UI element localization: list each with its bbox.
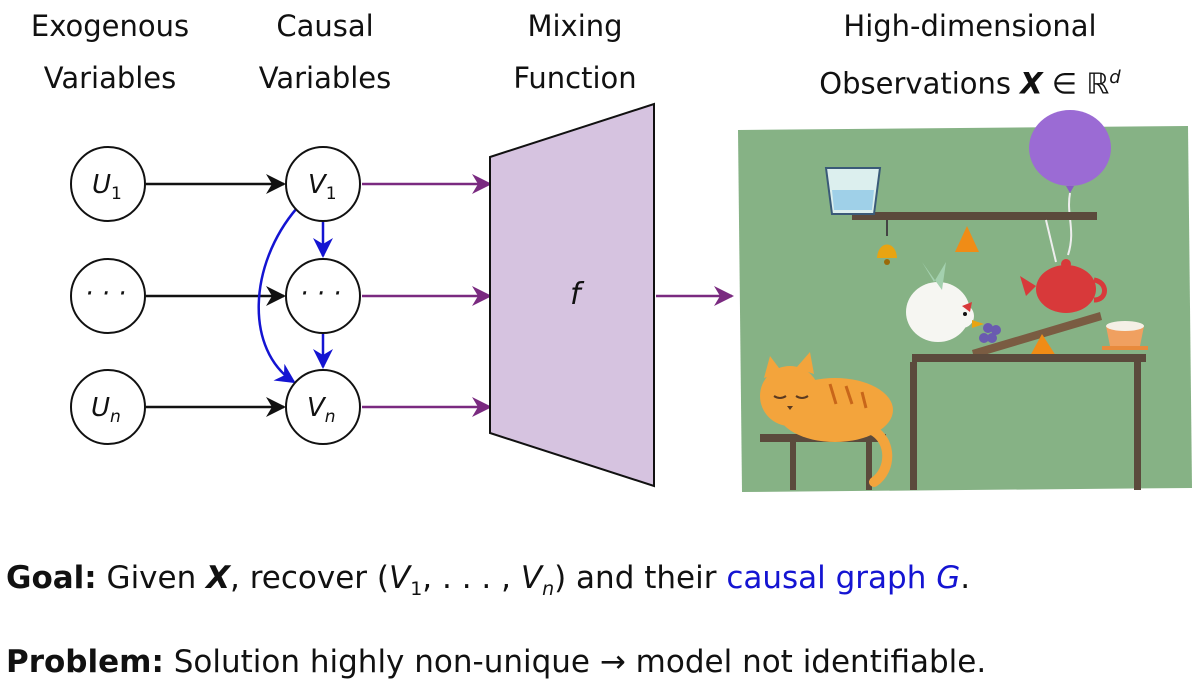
seesaw-cone: [1030, 334, 1056, 356]
node-un: Un: [70, 369, 146, 445]
header-exogenous-line2: Variables: [43, 61, 177, 95]
header-observations-line2: Observations X ∈ ℝd: [760, 52, 1180, 110]
balloon-icon: [1029, 110, 1111, 256]
header-causal-line2: Variables: [258, 61, 392, 95]
stool-leg-right: [866, 442, 872, 490]
node-u1: U1: [70, 146, 146, 222]
node-vdots-label: · · ·: [300, 279, 341, 309]
header-observations: High-dimensional Observations X ∈ ℝd: [760, 0, 1180, 110]
grapes-icon: [979, 323, 1001, 343]
goal-g-symbol: G: [936, 560, 961, 596]
header-exogenous-line1: Exogenous: [30, 9, 190, 43]
header-causal: Causal Variables: [240, 0, 410, 104]
problem-line: Problem: Solution highly non-unique → mo…: [6, 644, 986, 680]
problem-label: Problem:: [6, 644, 164, 680]
goal-text3: ) and their: [554, 560, 727, 596]
observations-in-symbol: ∈: [1051, 66, 1078, 101]
node-vn-label: Vn: [307, 393, 336, 427]
table-leg-left: [910, 362, 917, 490]
node-v1-label: V1: [308, 170, 337, 204]
cat-icon: [760, 352, 893, 487]
observations-space-symbol: ℝ: [1086, 66, 1110, 101]
node-u1-label: U1: [92, 170, 122, 204]
header-mixing-line1: Mixing: [527, 9, 623, 43]
cone-icon: [955, 226, 979, 252]
causal-diagram: f U1 · · · Un V1 · · · Vn: [70, 102, 1192, 492]
bird-icon: [906, 262, 984, 342]
problem-text: Solution highly non-unique → model not i…: [163, 644, 987, 680]
bell-icon: [877, 220, 897, 265]
mixing-function-box: [489, 102, 655, 488]
node-vn: Vn: [285, 369, 361, 445]
header-mixing: Mixing Function: [490, 0, 660, 104]
node-un-label: Un: [91, 393, 121, 427]
goal-line: Goal: Given X, recover (V1, . . . , Vn) …: [6, 560, 970, 600]
teapot-icon: [1020, 219, 1107, 313]
goal-end: .: [960, 560, 971, 596]
node-udots-label: · · ·: [85, 279, 126, 309]
seesaw-board: [972, 312, 1102, 358]
observation-image: [738, 110, 1192, 492]
goal-text1: Given: [96, 560, 207, 596]
observations-dim: d: [1109, 67, 1121, 88]
header-causal-line1: Causal: [276, 9, 374, 43]
header-exogenous: Exogenous Variables: [20, 0, 200, 104]
header-mixing-line2: Function: [513, 61, 637, 95]
node-udots: · · ·: [70, 258, 146, 334]
goal-label: Goal:: [6, 560, 97, 596]
stool-leg-left: [790, 442, 796, 490]
header-observations-line1: High-dimensional: [843, 9, 1097, 43]
top-shelf: [852, 212, 1097, 220]
goal-x-symbol: X: [206, 560, 231, 596]
teacup-icon: [1102, 321, 1148, 350]
goal-v1: V1: [388, 560, 423, 601]
table-leg-right: [1134, 362, 1141, 490]
table-top: [912, 354, 1146, 362]
goal-dots: , . . . ,: [422, 560, 521, 596]
goal-causal-graph: causal graph: [726, 560, 937, 596]
goal-text2: , recover (: [230, 560, 389, 596]
node-vdots: · · ·: [285, 258, 361, 334]
node-v1: V1: [285, 146, 361, 222]
edge-v1-vn-curved: [257, 207, 298, 384]
observations-text: Observations: [819, 66, 1011, 101]
goal-vn: Vn: [520, 560, 555, 601]
observations-x-symbol: X: [1020, 66, 1043, 101]
glass-icon: [824, 167, 882, 215]
